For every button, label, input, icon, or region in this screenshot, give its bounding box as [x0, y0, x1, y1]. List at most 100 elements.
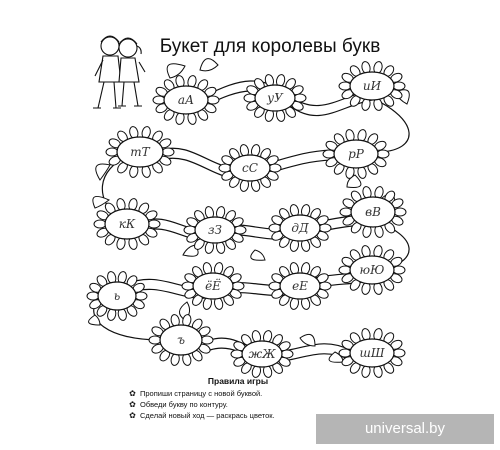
flower-petal [218, 163, 232, 173]
flower-letter-label: аА [178, 93, 194, 107]
flower-t[interactable]: тТ [105, 126, 175, 178]
flower-e[interactable]: еЕ [268, 262, 332, 310]
flower-center [194, 216, 236, 244]
flower-letter-label: ъ [177, 333, 185, 347]
flower-petal [230, 349, 244, 359]
rule-text: Сделай новый ход — раскрась цветок. [140, 411, 275, 420]
flower-petal [392, 81, 406, 91]
rule-item: ✿ Пропиши страницу с новой буквой. [128, 388, 348, 399]
flower-petal [376, 149, 390, 159]
flower-center [192, 272, 234, 300]
flower-petal [147, 219, 161, 229]
flower-petal [268, 163, 282, 173]
flower-yu[interactable]: юЮ [338, 245, 406, 295]
children-illustration [93, 35, 146, 109]
flower-letter-label: вВ [365, 205, 381, 219]
flower-petal [393, 207, 407, 217]
flower-letter-label: уУ [266, 91, 284, 105]
flower-hard[interactable]: ъ [148, 314, 214, 366]
flower-petal [338, 81, 352, 91]
flower-center [350, 196, 396, 228]
flower-petal [148, 335, 162, 345]
flower-petal [338, 348, 352, 358]
flower-i[interactable]: иИ [338, 61, 406, 111]
flower-petal [161, 147, 175, 157]
flower-soft[interactable]: ь [86, 271, 148, 321]
flower-petal [392, 265, 406, 275]
flower-letter-label: ь [114, 289, 121, 303]
flower-petal [318, 281, 332, 291]
flower-petal [105, 147, 119, 157]
flower-petal [231, 281, 245, 291]
flower-k[interactable]: кК [93, 198, 161, 250]
flower-u[interactable]: уУ [243, 74, 307, 122]
flower-petal [86, 291, 100, 301]
flower-letter-label: иИ [363, 79, 382, 93]
flower-r[interactable]: рР [322, 129, 390, 179]
flower-center [229, 154, 271, 182]
flower-yo[interactable]: ёЁ [181, 262, 245, 310]
flower-petal [322, 149, 336, 159]
flower-center [254, 84, 296, 112]
flower-petal [181, 281, 195, 291]
rule-text: Пропиши страницу с новой буквой. [140, 389, 263, 398]
flower-letter-label: ёЁ [205, 277, 221, 293]
flower-bullet-icon: ✿ [129, 411, 136, 420]
flower-petal [339, 207, 353, 217]
flower-a[interactable]: аА [152, 75, 220, 125]
flower-petal [183, 225, 197, 235]
flower-center [97, 281, 137, 311]
flower-center [116, 136, 164, 168]
rules-panel: Правила игры ✿ Пропиши страницу с новой … [128, 376, 348, 421]
page-title: Букет для королевы букв [159, 36, 381, 57]
flower-petal [268, 223, 282, 233]
flower-s[interactable]: сС [218, 144, 282, 192]
flower-letter-label: еЕ [292, 279, 308, 293]
flower-petal [93, 219, 107, 229]
flower-letter-label: сС [242, 161, 258, 175]
rules-title: Правила игры [207, 376, 269, 386]
flower-z[interactable]: зЗ [183, 206, 247, 254]
flower-center [104, 208, 150, 240]
flower-petal [152, 95, 166, 105]
flower-v[interactable]: вВ [339, 186, 407, 238]
flower-petal [243, 93, 257, 103]
flower-sh[interactable]: шШ [338, 328, 406, 378]
rule-item: ✿ Сделай новый ход — раскрась цветок. [128, 410, 348, 421]
flower-center [349, 71, 395, 101]
flower-letter-label: зЗ [208, 223, 222, 237]
flower-petal [268, 281, 282, 291]
rule-text: Обведи букву по контуру. [140, 400, 228, 409]
flower-letter-label: рР [348, 147, 365, 161]
flower-center [349, 338, 395, 368]
flower-center [279, 272, 321, 300]
flower-letter-label: жЖ [248, 347, 276, 361]
flower-bullet-icon: ✿ [129, 389, 136, 398]
rule-item: ✿ Обведи букву по контуру. [128, 399, 348, 410]
flower-letter-label: кК [119, 217, 136, 231]
flower-petal [206, 95, 220, 105]
flower-letter-label: юЮ [360, 263, 385, 277]
flower-letter-label: тТ [130, 145, 150, 159]
flower-zh[interactable]: жЖ [230, 330, 294, 378]
watermark: universal.by [316, 414, 494, 444]
flower-layer: аА уУ иИ тТ сС рР кК зЗ дД вВ ь ёЁ еЕ юЮ ъ жЖ шШ [86, 61, 407, 378]
flower-petal [338, 265, 352, 275]
flower-center [333, 139, 379, 169]
flower-petal [134, 291, 148, 301]
flower-center [163, 85, 209, 115]
flower-petal [280, 349, 294, 359]
flower-d[interactable]: дД [268, 204, 332, 252]
flower-center [241, 340, 283, 368]
flower-petal [318, 223, 332, 233]
flower-petal [233, 225, 247, 235]
flower-center [159, 324, 203, 356]
flower-center [279, 214, 321, 242]
flower-letter-label: шШ [359, 346, 384, 360]
flower-center [349, 255, 395, 285]
flower-letter-label: дД [291, 221, 309, 235]
flower-petal [293, 93, 307, 103]
flower-petal [392, 348, 406, 358]
flower-bullet-icon: ✿ [129, 400, 136, 409]
